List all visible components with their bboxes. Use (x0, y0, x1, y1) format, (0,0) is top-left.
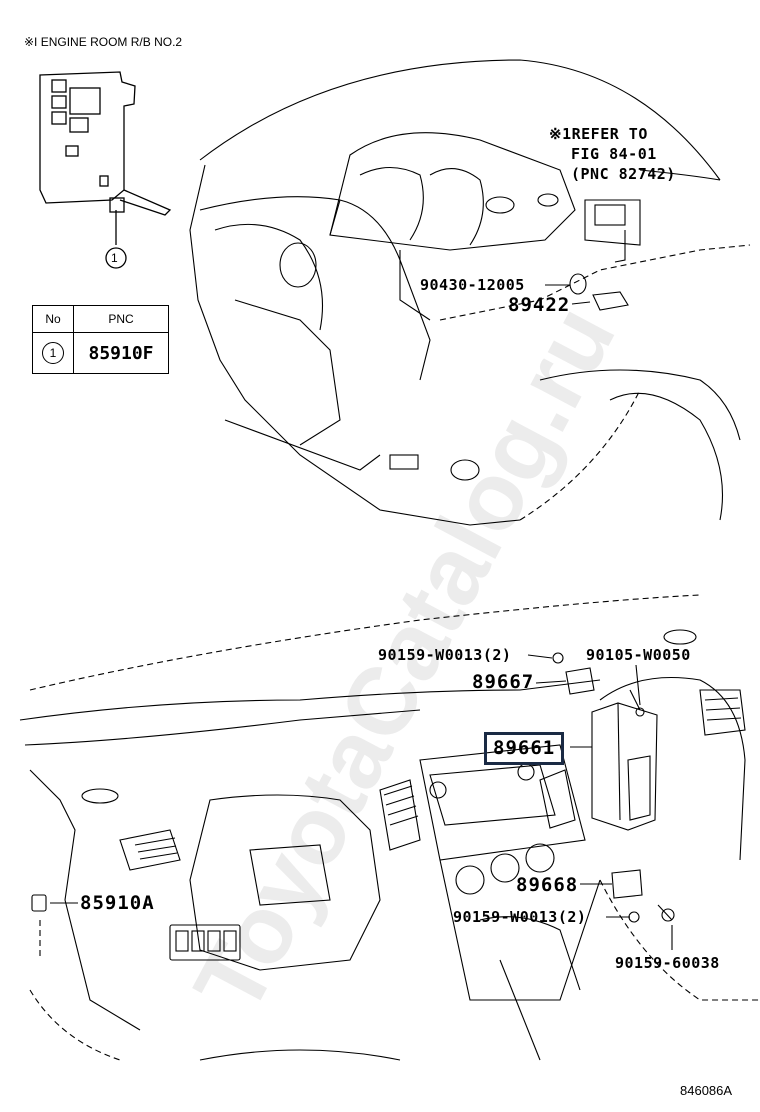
callout-number: 1 (111, 251, 118, 265)
part-90159-w0013-top[interactable]: 90159-W0013(2) (378, 646, 512, 664)
engine-room-rb-note: ※I ENGINE ROOM R/B NO.2 (24, 35, 183, 49)
part-90159-60038[interactable]: 90159-60038 (615, 954, 720, 972)
table-row-no-circle: 1 (42, 342, 64, 364)
callout-circle (105, 247, 127, 269)
figure-id: 846086A (680, 1083, 733, 1098)
engine-room-illustration (189, 59, 751, 526)
table-row-no: 1 (32, 332, 74, 374)
dashboard-illustration (19, 594, 760, 1061)
part-90159-w0013-bottom[interactable]: 90159-W0013(2) (453, 908, 587, 926)
part-89661-highlighted[interactable]: 89661 (484, 732, 565, 765)
part-90430-12005[interactable]: 90430-12005 (420, 276, 525, 294)
pnc-table: No PNC 1 85910F (32, 305, 169, 374)
table-header-no: No (32, 305, 74, 333)
part-89422[interactable]: 89422 (508, 294, 571, 316)
table-header-pnc: PNC (73, 305, 169, 333)
relay-block-illustration (39, 71, 172, 269)
refer-note-line2: FIG 84-01 (571, 145, 657, 163)
refer-note-line1: ※1REFER TO (549, 125, 648, 143)
part-89668[interactable]: 89668 (516, 874, 579, 896)
table-row-pnc: 85910F (73, 332, 169, 374)
part-89667[interactable]: 89667 (472, 671, 535, 693)
part-90105-w0050[interactable]: 90105-W0050 (586, 646, 691, 664)
part-85910a[interactable]: 85910A (80, 892, 155, 914)
refer-note-line3: (PNC 82742) (571, 165, 676, 183)
